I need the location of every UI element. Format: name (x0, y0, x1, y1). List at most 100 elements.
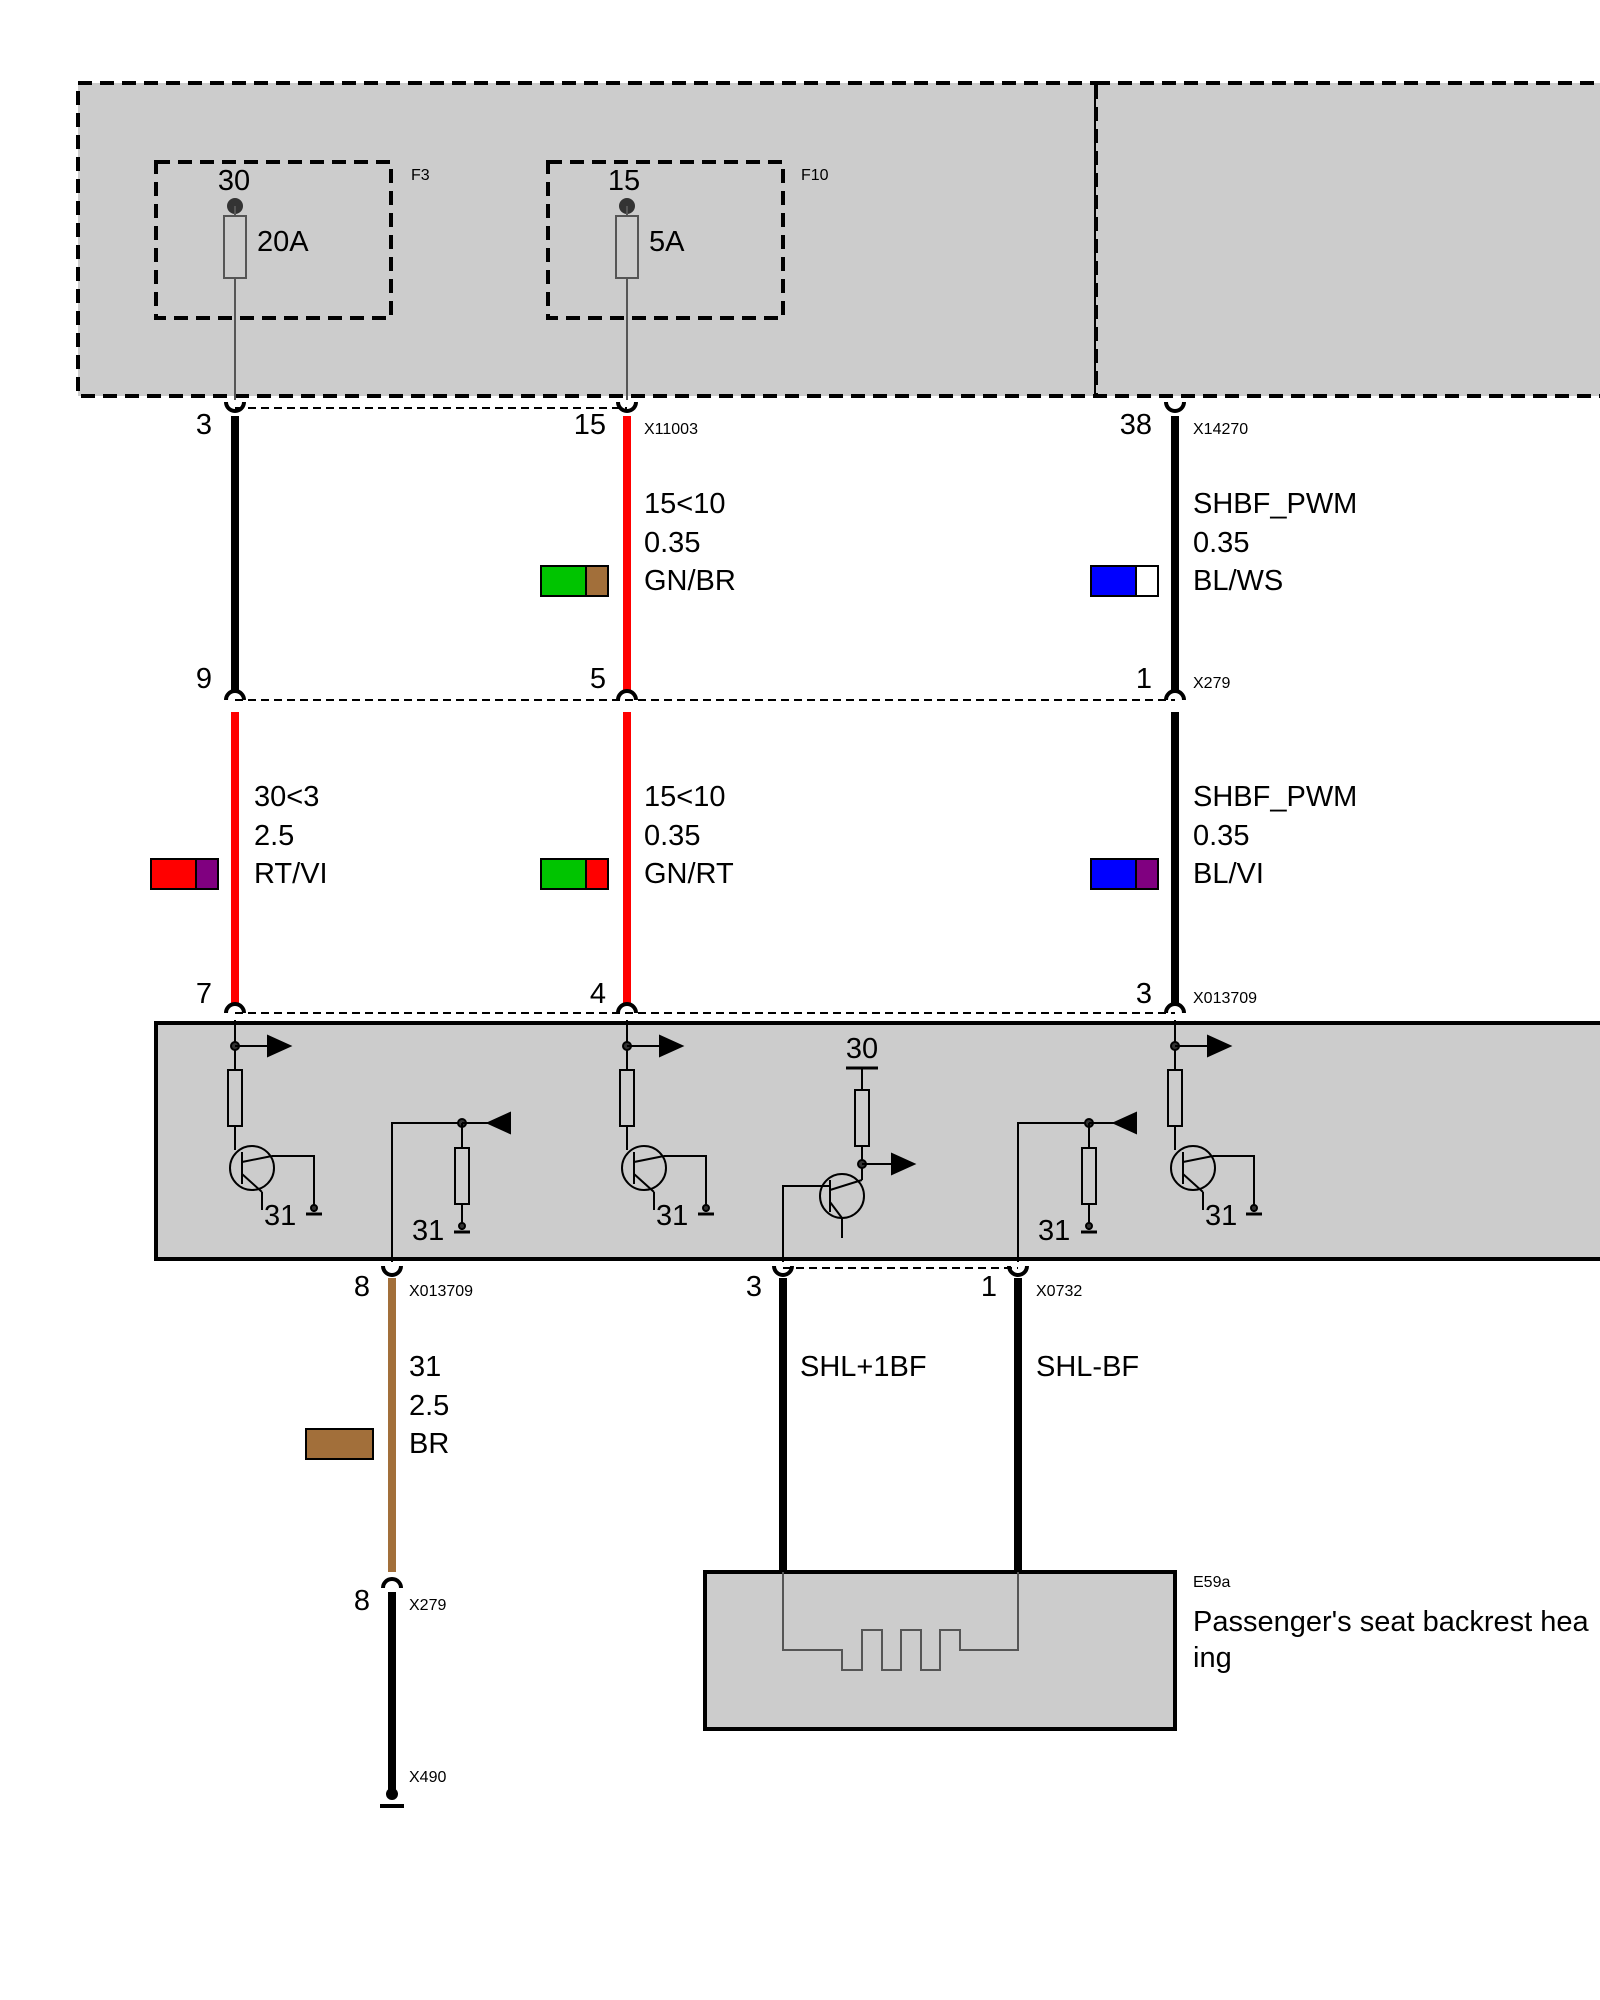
input-stage-3-collector (1182, 1155, 1214, 1163)
input-stage-2-emitter (633, 1173, 655, 1193)
input-stage-2-arrow (659, 1034, 685, 1058)
input-stage-3-emitter (1182, 1173, 1204, 1193)
terminal-bot-3 (772, 1265, 794, 1277)
terminal-bot-8 (381, 1265, 403, 1277)
ground-stage-1-label: 31 (412, 1215, 444, 1247)
wire-w3-swatch-2 (1135, 858, 1159, 890)
ground-stage-1-arrow (485, 1111, 511, 1135)
wire-w38-circuit: SHBF_PWM (1193, 488, 1357, 520)
connector-x0732: X0732 (1036, 1283, 1082, 1300)
input-stage-1-ground-label: 31 (264, 1200, 296, 1232)
heating-element-name-2: ing (1193, 1642, 1232, 1674)
wire-w4-swatch-2 (585, 858, 609, 890)
input-stage-2-transistor (621, 1145, 667, 1191)
wire-labels: 15<10 0.35 GN/BR SHBF_PWM 0.35 BL/WS 30<… (150, 488, 1357, 1460)
fuse-f10: F10 15 5A (546, 160, 829, 400)
pin-mod-3: 3 (1136, 978, 1152, 1010)
pin-ground-8: 8 (354, 1585, 370, 1617)
output-driver-arrow (891, 1152, 917, 1176)
heating-element-ref: E59a (1193, 1574, 1230, 1591)
input-stage-1-ground-lead (272, 1155, 315, 1212)
fuse-f10-ref: F10 (801, 167, 829, 184)
heating-element: E59a Passenger's seat backrest hea ing (703, 1570, 1590, 1731)
fuse-box: F3 30 20A F10 15 5A (76, 81, 1600, 400)
terminal-mod-7 (224, 1002, 246, 1014)
wire-shl-plus-label: SHL+1BF (800, 1351, 927, 1383)
ground-point-dot (386, 1788, 398, 1800)
ground-stage-1-lead (391, 1122, 462, 1262)
pin-mid-9: 9 (196, 663, 212, 695)
input-stage-1-arrow (267, 1034, 293, 1058)
wire-w3-size: 0.35 (1193, 820, 1249, 852)
wire-w8-swatch (305, 1428, 374, 1460)
pin-bot-3: 3 (746, 1271, 762, 1303)
ground-stage-2-arrow (1111, 1111, 1137, 1135)
wire-w15-circuit: 15<10 (644, 488, 725, 520)
wire-w15-color: GN/BR (644, 565, 736, 597)
wire-w38-swatch-2 (1135, 565, 1159, 597)
wire-w4-swatch-1 (540, 858, 587, 890)
input-stage-3-arrow (1207, 1034, 1233, 1058)
ground-stage-2-lead (1017, 1122, 1089, 1262)
fuse-f10-terminal: 15 (608, 165, 640, 197)
fuse-f3-element (223, 215, 247, 279)
wire-w3-color: BL/VI (1193, 858, 1264, 890)
wire-w38-swatch-1 (1090, 565, 1137, 597)
pin-terminals (224, 401, 1186, 1589)
connector-x279-bottom: X279 (409, 1597, 446, 1614)
connector-x14270: X14270 (1193, 421, 1248, 438)
terminal-mid-9 (224, 689, 246, 701)
wire-w3-circuit: SHBF_PWM (1193, 781, 1357, 813)
wire-w15-swatch-1 (540, 565, 587, 597)
ground-stage-1-ground-dot (458, 1222, 466, 1230)
pin-top-3: 3 (196, 409, 212, 441)
wire-shl-minus-label: SHL-BF (1036, 1351, 1139, 1383)
output-driver (782, 1066, 917, 1262)
input-stage-3 (1167, 1020, 1262, 1216)
input-stage-2 (619, 1020, 714, 1216)
pin-top-38: 38 (1120, 409, 1152, 441)
ground-stage-2-ground-dot (1085, 1222, 1093, 1230)
ground-stage-1 (391, 1111, 511, 1262)
terminal-ground-8 (381, 1577, 403, 1589)
fuse-f10-element (615, 215, 639, 279)
pin-bot-8: 8 (354, 1271, 370, 1303)
input-stage-1 (227, 1020, 322, 1216)
connector-x11003: X11003 (644, 421, 698, 438)
input-stage-1-emitter (241, 1173, 263, 1193)
pin-mod-4: 4 (590, 978, 606, 1010)
ground-point-x490 (380, 1788, 404, 1808)
connector-x013709-top: X013709 (1193, 990, 1257, 1007)
wire-w7-size: 2.5 (254, 820, 294, 852)
heating-element-coil (782, 1572, 1019, 1671)
terminal-mid-1 (1164, 689, 1186, 701)
input-stage-2-collector (633, 1155, 665, 1163)
fuse-box-right-panel (1094, 81, 1600, 398)
wire-w4-size: 0.35 (644, 820, 700, 852)
fuse-box-left-panel (76, 81, 1098, 398)
pin-mod-7: 7 (196, 978, 212, 1010)
output-driver-supply-label: 30 (846, 1033, 878, 1065)
connector-x279-mid: X279 (1193, 675, 1230, 692)
input-stage-2-ground-lead (664, 1155, 707, 1212)
wire-w7-swatch-2 (195, 858, 219, 890)
fuse-f3-frame (154, 160, 393, 320)
pin-mid-1: 1 (1136, 663, 1152, 695)
input-stage-1-transistor (229, 1145, 275, 1191)
pin-mid-5: 5 (590, 663, 606, 695)
input-stage-3-ground-label: 31 (1205, 1200, 1237, 1232)
pin-labels: 3 15 38 X11003 X14270 9 5 1 X279 7 4 3 X… (196, 409, 1257, 1786)
wire-w7-circuit: 30<3 (254, 781, 319, 813)
wire-w38-color: BL/WS (1193, 565, 1283, 597)
ground-stage-2 (1017, 1111, 1137, 1262)
wire-w8-size: 2.5 (409, 1390, 449, 1422)
fuse-f3-rating: 20A (257, 226, 309, 258)
terminal-top-3 (224, 401, 246, 413)
terminal-mid-5 (616, 689, 638, 701)
fuse-f3-ref: F3 (411, 167, 430, 184)
output-driver-collector (829, 1179, 863, 1191)
fuse-f3-terminal: 30 (218, 165, 250, 197)
output-driver-emitter (829, 1201, 843, 1219)
terminal-top-15 (616, 401, 638, 413)
